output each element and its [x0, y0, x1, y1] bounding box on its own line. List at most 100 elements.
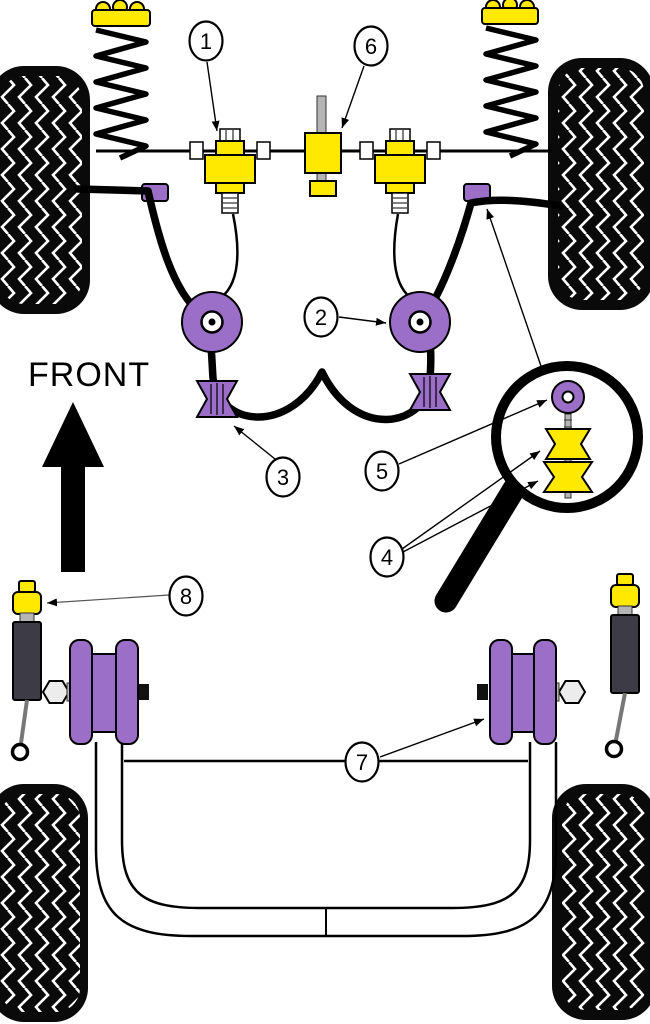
- bush-center-hole: [416, 318, 424, 326]
- bush-flange-outer: [69, 639, 93, 745]
- magnifier-handle: [434, 477, 526, 613]
- mount-bolt-hatch: [395, 130, 404, 140]
- center-gearbox-mount: [304, 95, 342, 197]
- bush-inner-stub: [138, 684, 149, 700]
- callout-4-arrow-lower: [402, 480, 539, 553]
- shock-top-cap: [18, 580, 36, 593]
- callout-6-bubble: [353, 25, 389, 67]
- control-arm-right: [393, 213, 419, 304]
- control-arm-left: [212, 213, 239, 304]
- front-left-wheel: [0, 66, 90, 314]
- front-left-coil-spring: [93, 27, 149, 161]
- rear-shock-left: [10, 580, 42, 762]
- mount-thread-lines: [393, 197, 407, 209]
- callout-4-arrow-upper: [401, 450, 541, 550]
- strut-top-mount: [481, 7, 539, 25]
- rear-beam-bush-left: [41, 639, 149, 745]
- callout-2-bubble: [303, 296, 339, 338]
- bush-center-hole: [208, 318, 216, 326]
- callout-3-arrow: [233, 425, 276, 460]
- callout-1-number: 1: [200, 29, 212, 54]
- rear-right-tire-tread: [562, 794, 646, 1010]
- magnifier-detail: [434, 361, 643, 613]
- callout-1-bubble: [188, 20, 224, 62]
- front-right-tire-tread: [558, 68, 644, 300]
- mount-top-bush: [385, 140, 415, 156]
- axle-inner-contour: [120, 742, 532, 910]
- mount-top-bush: [215, 140, 245, 156]
- magnified-upper-bush-half: [544, 428, 592, 460]
- shock-piston-rod: [19, 699, 29, 744]
- front-engine-mount-right: [374, 128, 426, 214]
- mount-body: [374, 154, 426, 184]
- callout-5-arrow: [398, 399, 548, 465]
- bush-flange-outer: [489, 639, 513, 745]
- bush-flange-inner: [533, 639, 557, 745]
- rod-nut: [359, 141, 374, 160]
- bush-bolt-nut: [557, 680, 587, 704]
- front-direction-arrow-icon: [42, 402, 104, 572]
- anti-roll-bar-bush-right: [408, 373, 452, 411]
- front-direction-label: FRONT: [28, 356, 150, 394]
- shock-eye-ring: [604, 739, 624, 759]
- callout-8-arrow: [46, 594, 170, 607]
- front-engine-mount-left: [204, 128, 256, 214]
- bush-barrel: [91, 653, 117, 733]
- rear-axle-beam: [94, 742, 558, 938]
- callout-5-number: 5: [376, 459, 388, 484]
- callout-6: 6: [341, 25, 389, 129]
- callout-8: 8: [46, 575, 204, 617]
- callout-4-number: 4: [381, 545, 393, 570]
- callout-5-bubble: [364, 450, 400, 492]
- strut-top-mount: [91, 9, 151, 27]
- front-right-coil-spring: [483, 25, 539, 159]
- shock-collar: [617, 605, 633, 616]
- mount-bottom-bush: [385, 182, 415, 194]
- callout-3-bubble: [265, 456, 301, 498]
- bush-bolt-nut: [41, 680, 71, 704]
- axle-outer-contour: [94, 742, 558, 938]
- shock-top-cap: [616, 573, 634, 586]
- callout-1-arrow: [206, 61, 220, 132]
- callout-2: 2: [303, 296, 387, 338]
- front-left-spring-top-mount: [91, 0, 151, 27]
- shock-piston-rod: [614, 692, 627, 741]
- mount-upper-block: [304, 132, 342, 174]
- shock-bump-stop: [12, 591, 42, 615]
- mount-lower-block: [309, 180, 337, 197]
- callout-1: 1: [188, 20, 224, 132]
- callout-4: 4: [369, 450, 541, 578]
- callout-7: 7: [344, 718, 485, 783]
- mount-body: [204, 154, 256, 184]
- mount-thread-lines: [223, 197, 237, 209]
- front-right-wheel: [548, 58, 650, 310]
- anti-roll-bar-bush-left: [195, 380, 239, 418]
- bush-inner-stub: [477, 684, 488, 700]
- rear-left-wheel: [0, 784, 88, 1022]
- rear-left-tire-tread: [0, 794, 80, 1012]
- shock-body: [610, 614, 640, 694]
- callout-3: 3: [233, 425, 301, 498]
- shock-collar: [19, 612, 35, 623]
- bush-barrel: [511, 653, 537, 733]
- front-left-tire-tread: [0, 76, 82, 304]
- front-right-spring-top-mount: [481, 0, 539, 25]
- shock-body: [12, 621, 42, 701]
- callout-8-number: 8: [180, 584, 192, 609]
- callout-2-number: 2: [315, 305, 327, 330]
- bush-ribs: [423, 376, 437, 408]
- callout-8-bubble: [168, 575, 204, 617]
- rear-right-wheel: [552, 784, 650, 1020]
- mount-bolt-hatch: [225, 130, 234, 140]
- callout-7-arrow: [379, 718, 485, 758]
- callout-2-arrow: [338, 316, 387, 326]
- magnifier-reference-arrow: [486, 208, 543, 370]
- callout-6-number: 6: [365, 34, 377, 59]
- rod-nut: [426, 141, 441, 160]
- callout-4-bubble: [369, 536, 405, 578]
- magnified-lower-bush-half: [542, 461, 594, 493]
- mount-bolt-head: [389, 128, 411, 142]
- mount-bottom-bush: [215, 182, 245, 194]
